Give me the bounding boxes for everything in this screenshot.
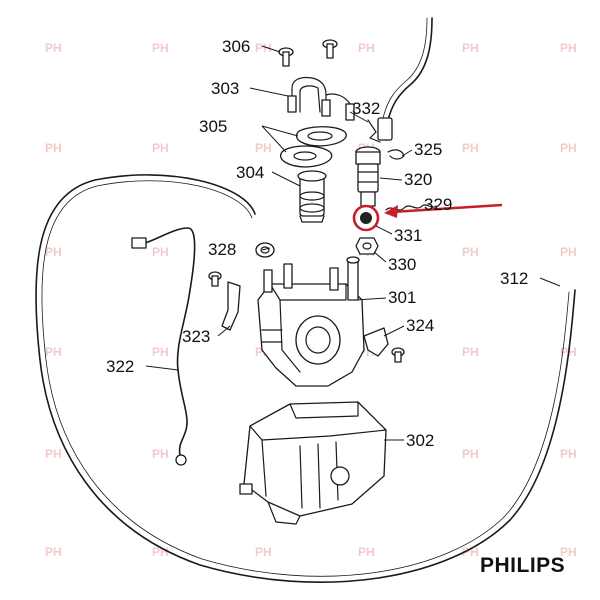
watermark-mark: PH: [560, 141, 577, 155]
callout-304: 304: [236, 163, 264, 182]
valve-320: [355, 146, 381, 207]
leader-lines: [145, 45, 561, 441]
watermark-mark: PH: [255, 41, 272, 55]
watermark-mark: PH: [45, 345, 62, 359]
tube-312-inner: [41, 180, 570, 577]
watermark-mark: PH: [358, 545, 375, 559]
boiler-301: [257, 256, 365, 387]
wire-connector: [131, 237, 147, 249]
callout-322: 322: [106, 357, 134, 376]
callout-329: 329: [424, 195, 452, 214]
watermark-mark: PH: [560, 41, 577, 55]
watermark-mark: PH: [560, 545, 577, 559]
callout-303: 303: [211, 79, 239, 98]
tube-top-right: [385, 17, 433, 141]
callout-320: 320: [404, 170, 432, 189]
ring-328: [255, 242, 275, 258]
watermark-mark: PH: [45, 141, 62, 155]
callout-324: 324: [406, 316, 434, 335]
callout-305: 305: [199, 117, 227, 136]
watermark-mark: PH: [152, 141, 169, 155]
callout-328: 328: [208, 240, 236, 259]
watermark-mark: PH: [462, 447, 479, 461]
callout-302: 302: [406, 431, 434, 450]
clip-325: [387, 149, 405, 160]
tube-312: [35, 174, 576, 583]
watermark-mark: PH: [45, 245, 62, 259]
watermark-mark: PH: [462, 141, 479, 155]
watermark-mark: PH: [462, 245, 479, 259]
watermark-mark: PH: [462, 345, 479, 359]
watermark-mark: PH: [45, 41, 62, 55]
callout-330: 330: [388, 255, 416, 274]
watermark-mark: PH: [152, 447, 169, 461]
watermark-mark: PH: [462, 545, 479, 559]
watermark-mark: PH: [255, 545, 272, 559]
watermark-mark: PH: [45, 447, 62, 461]
bracket-323: [208, 271, 241, 331]
tube-top-right-inner: [380, 17, 428, 139]
heating-element-304: [297, 170, 327, 223]
callout-301: 301: [388, 288, 416, 307]
watermark-mark: PH: [152, 41, 169, 55]
watermark-mark: PH: [560, 447, 577, 461]
callout-331: 331: [394, 226, 422, 245]
callout-332: 332: [352, 99, 380, 118]
callout-323: 323: [182, 327, 210, 346]
bracket-324: [363, 327, 405, 363]
watermark-mark: PH: [152, 245, 169, 259]
callout-325: 325: [414, 140, 442, 159]
wires-303: [287, 76, 355, 121]
watermark-mark: PH: [152, 545, 169, 559]
clip-332: [367, 119, 381, 143]
philips-logo: PHILIPS: [480, 554, 565, 577]
highlight-circle: [352, 204, 380, 232]
housing-302: [239, 401, 387, 525]
watermark-mark: PH: [462, 41, 479, 55]
tube-clamp: [377, 117, 393, 141]
highlight-arrow: [384, 203, 503, 218]
watermark-mark: PH: [255, 141, 272, 155]
watermark-mark: PH: [358, 41, 375, 55]
watermark-mark: PH: [152, 345, 169, 359]
seal-331: [360, 212, 372, 224]
gaskets-305: [280, 126, 347, 168]
watermark-mark: PH: [560, 245, 577, 259]
nut-330: [355, 237, 379, 255]
watermark-mark: PH: [45, 545, 62, 559]
callout-306: 306: [222, 37, 250, 56]
wire-harness-322: [144, 227, 196, 456]
ring-terminal: [175, 454, 187, 466]
screws-306: [278, 39, 338, 67]
callout-312: 312: [500, 269, 528, 288]
